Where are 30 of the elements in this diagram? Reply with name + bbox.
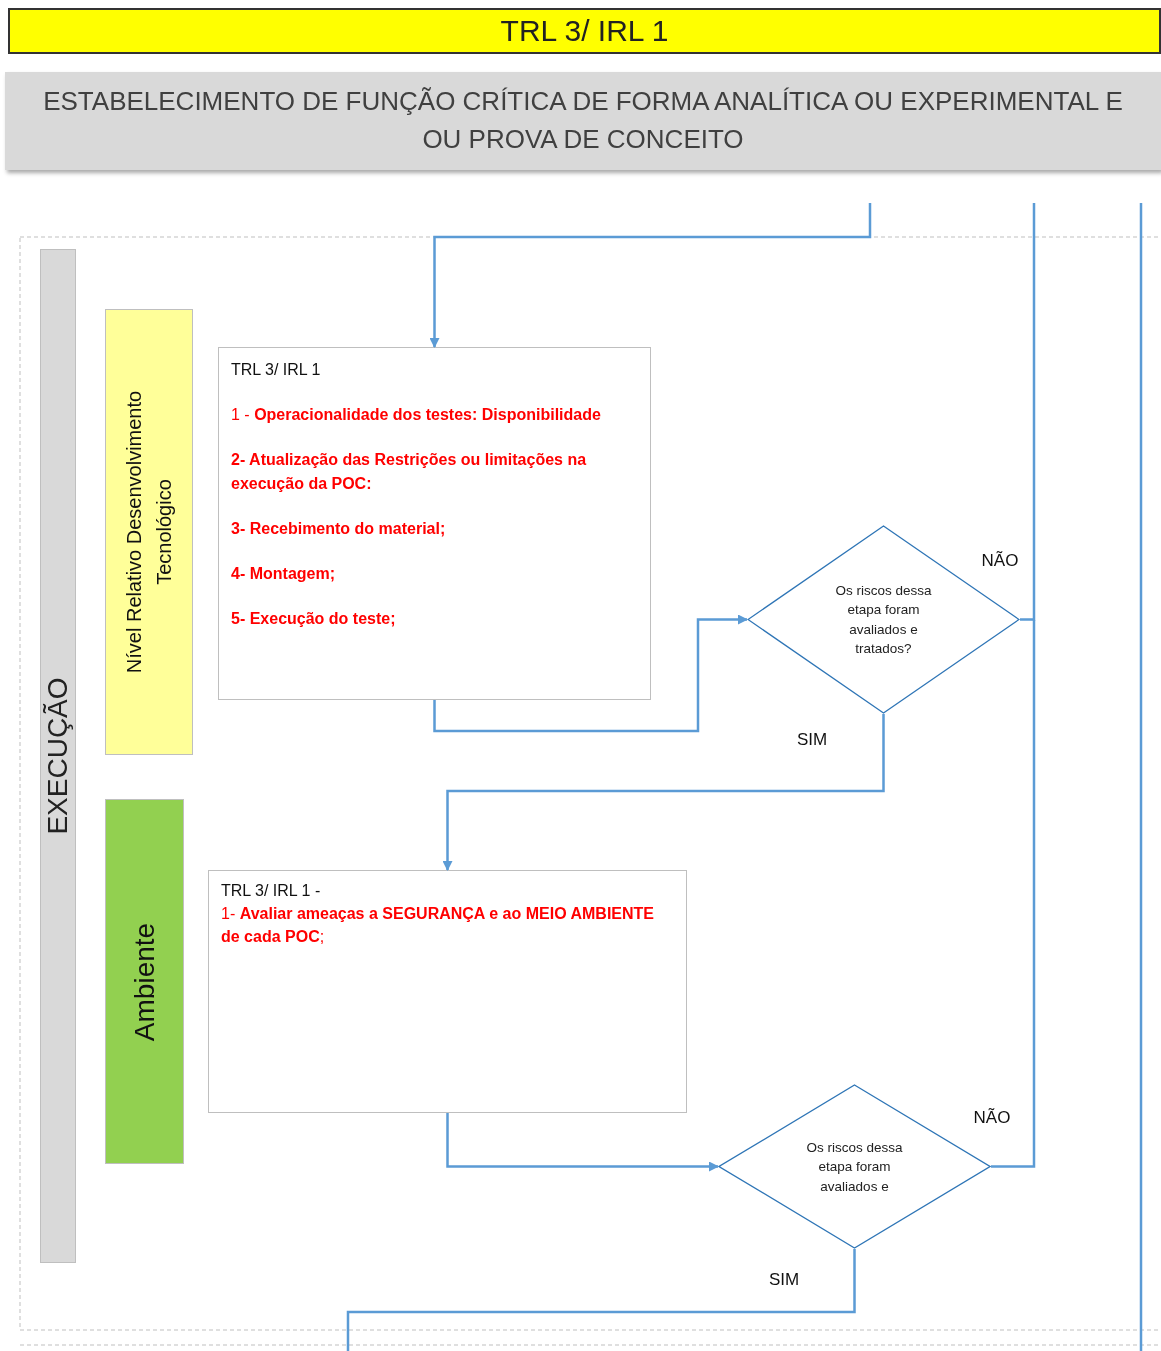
decision-text: Os riscos dessa etapa foram avaliados e: [805, 1138, 904, 1196]
decision-diamond: [747, 525, 1020, 714]
step-text: 1 - Operacionalidade dos testes: Disponibilidade: [231, 405, 602, 426]
category-label: Ambiente: [127, 921, 161, 1043]
lane-label: EXECUÇÃO: [42, 677, 74, 835]
box-heading: TRL 3/ IRL 1: [231, 360, 322, 380]
connector-arrow: [429, 203, 872, 348]
connector-arrow: [442, 714, 885, 871]
step-text: 3- Recebimento do material;: [231, 518, 447, 539]
connector-arrow: [446, 1113, 719, 1172]
title-band: [8, 8, 1161, 54]
decision-text: Os riscos dessa etapa foram avaliados e tratados?: [834, 581, 933, 659]
title-text: TRL 3/ IRL 1: [500, 14, 669, 48]
step-text: 1- Avaliar ameaças a SEGURANÇA e ao MEIO AMBIENTE de cada POC;: [221, 904, 656, 948]
connector-line: [1020, 203, 1036, 621]
connector-line: [346, 1249, 856, 1351]
header-band: [5, 72, 1161, 170]
process-box: [218, 347, 651, 700]
connector-line: [991, 620, 1036, 1168]
step-text: 2- Atualização das Restrições ou limitações na execução da POC:: [231, 450, 588, 494]
box-heading: TRL 3/ IRL 1 -: [221, 881, 322, 901]
process-box: [208, 870, 687, 1113]
header-text: ESTABELECIMENTO DE FUNÇÃO CRÍTICA DE FORMA ANALÍTICA OU EXPERIMENTAL E OU PROVA DE CONCEITO: [42, 85, 1124, 156]
lane-bar: [40, 249, 76, 1263]
connector-arrow: [433, 614, 748, 733]
step-text: 4- Montagem;: [231, 563, 336, 584]
category-bar: [105, 799, 184, 1164]
category-label: Nível Relativo Desenvolvimento Tecnológico: [122, 389, 176, 676]
category-bar: [105, 309, 193, 755]
step-text: 5- Execução do teste;: [231, 609, 397, 630]
